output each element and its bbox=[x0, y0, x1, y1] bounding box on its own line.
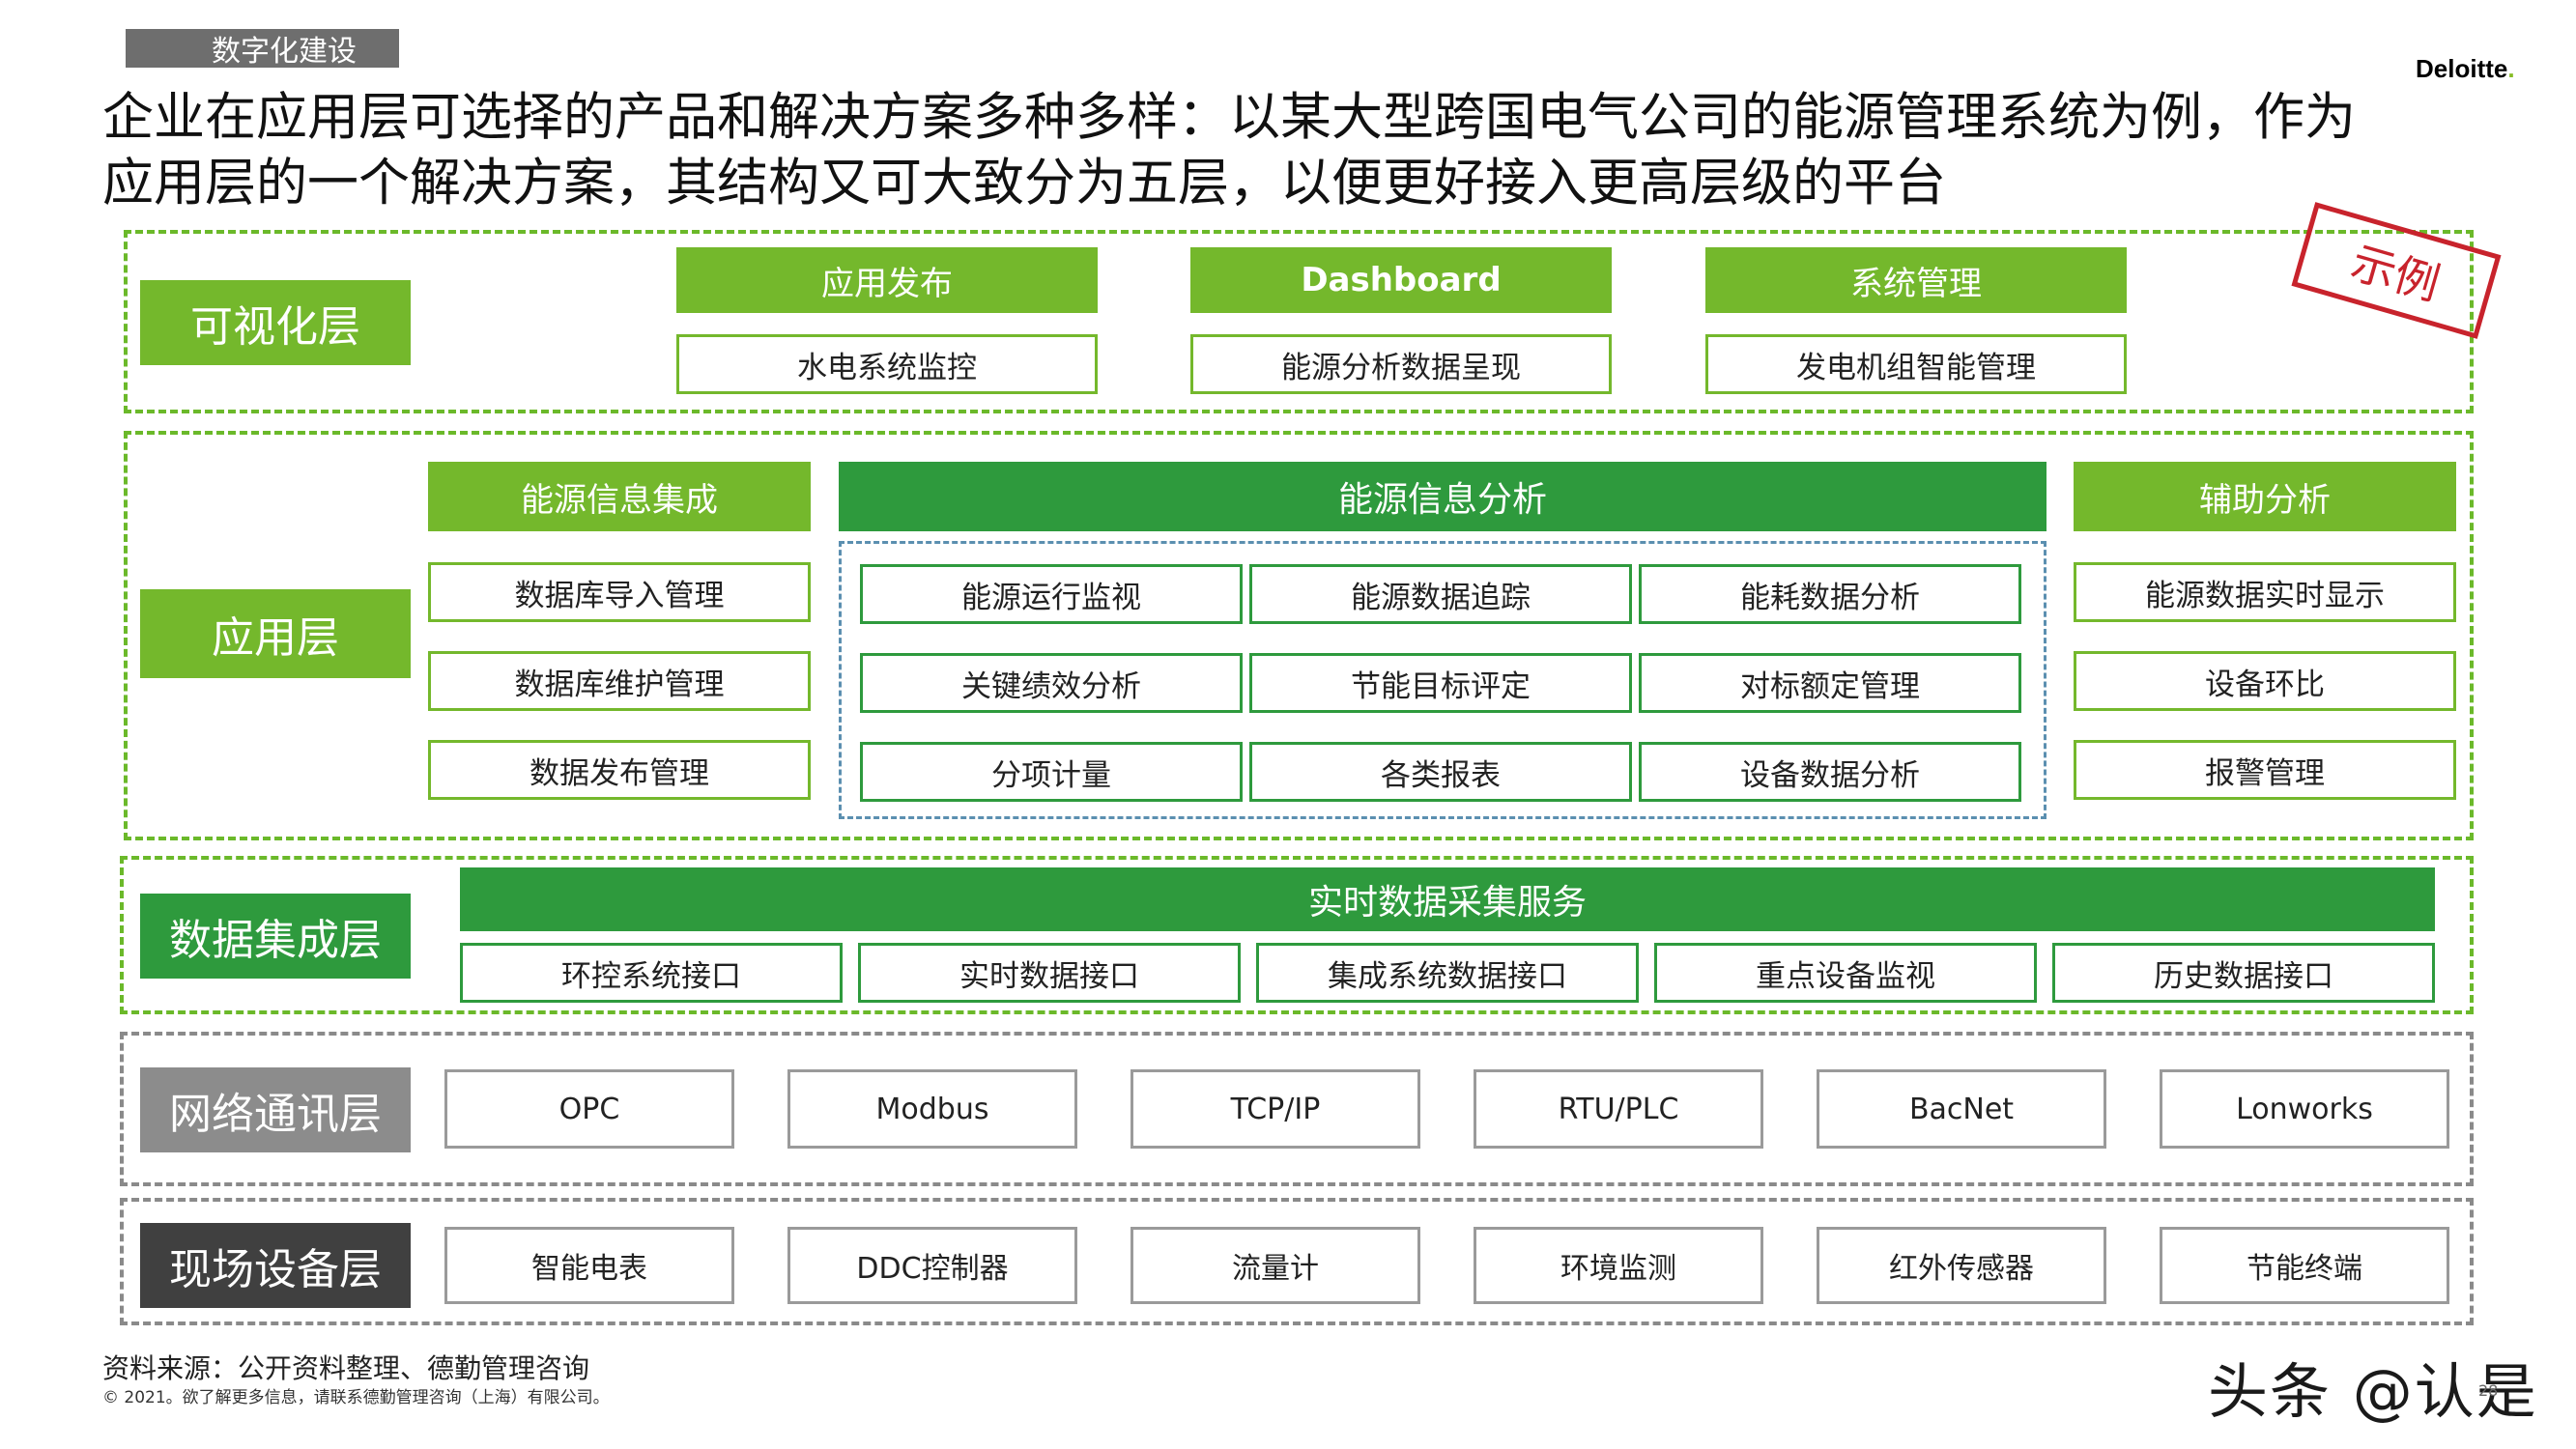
watermark: 头条 @认是 bbox=[2208, 1356, 2538, 1427]
assist-item: 设备环比 bbox=[2074, 651, 2456, 711]
integration-item: 数据发布管理 bbox=[428, 740, 811, 800]
device-item: DDC控制器 bbox=[787, 1227, 1077, 1304]
visual-head-system-mgmt: 系统管理 bbox=[1705, 247, 2127, 313]
assist-item: 报警管理 bbox=[2074, 740, 2456, 800]
section-tag-accent bbox=[126, 29, 172, 68]
field-layer-frame bbox=[120, 1198, 2474, 1325]
visual-item-hydro-monitor: 水电系统监控 bbox=[676, 334, 1098, 394]
visual-item-energy-data: 能源分析数据呈现 bbox=[1190, 334, 1612, 394]
protocol-rtu-plc: RTU/PLC bbox=[1474, 1069, 1763, 1149]
app-layer-label: 应用层 bbox=[140, 589, 411, 678]
integration-item: 数据库维护管理 bbox=[428, 651, 811, 711]
data-interface-item: 环控系统接口 bbox=[460, 943, 843, 1003]
network-layer-label: 网络通讯层 bbox=[140, 1067, 411, 1152]
protocol-opc: OPC bbox=[444, 1069, 734, 1149]
data-layer-frame bbox=[120, 856, 2474, 1014]
protocol-lonworks: Lonworks bbox=[2160, 1069, 2449, 1149]
integration-head: 能源信息集成 bbox=[428, 462, 811, 531]
data-interface-item: 重点设备监视 bbox=[1654, 943, 2037, 1003]
visual-head-publish: 应用发布 bbox=[676, 247, 1098, 313]
analysis-item: 各类报表 bbox=[1249, 742, 1632, 802]
analysis-item: 设备数据分析 bbox=[1639, 742, 2021, 802]
integration-item: 数据库导入管理 bbox=[428, 562, 811, 622]
visual-item-generator-mgmt: 发电机组智能管理 bbox=[1705, 334, 2127, 394]
analysis-item: 能耗数据分析 bbox=[1639, 564, 2021, 624]
network-layer-frame bbox=[120, 1032, 2474, 1186]
protocol-bacnet: BacNet bbox=[1817, 1069, 2106, 1149]
assist-head: 辅助分析 bbox=[2074, 462, 2456, 531]
device-item: 智能电表 bbox=[444, 1227, 734, 1304]
realtime-collection-head: 实时数据采集服务 bbox=[460, 867, 2435, 931]
analysis-item: 节能目标评定 bbox=[1249, 653, 1632, 713]
analysis-head: 能源信息分析 bbox=[839, 462, 2046, 531]
analysis-item: 能源运行监视 bbox=[860, 564, 1243, 624]
deloitte-logo: Deloitte. bbox=[2416, 54, 2515, 83]
copyright-note: © 2021。欲了解更多信息，请联系德勤管理咨询（上海）有限公司。 bbox=[102, 1388, 610, 1407]
visual-layer-frame bbox=[124, 230, 2474, 413]
source-note: 资料来源：公开资料整理、德勤管理咨询 bbox=[102, 1352, 590, 1384]
analysis-item: 能源数据追踪 bbox=[1249, 564, 1632, 624]
page-title: 企业在应用层可选择的产品和解决方案多种多样：以某大型跨国电气公司的能源管理系统为… bbox=[102, 85, 2518, 216]
visual-head-dashboard: Dashboard bbox=[1190, 247, 1612, 313]
title-line-1: 企业在应用层可选择的产品和解决方案多种多样：以某大型跨国电气公司的能源管理系统为… bbox=[102, 88, 2356, 147]
section-tag: 数字化建设 bbox=[169, 29, 399, 69]
data-interface-item: 集成系统数据接口 bbox=[1256, 943, 1639, 1003]
data-layer-label: 数据集成层 bbox=[140, 894, 411, 979]
protocol-modbus: Modbus bbox=[787, 1069, 1077, 1149]
analysis-item: 关键绩效分析 bbox=[860, 653, 1243, 713]
app-layer-frame bbox=[124, 431, 2474, 840]
analysis-item: 对标额定管理 bbox=[1639, 653, 2021, 713]
analysis-group-frame bbox=[839, 541, 2046, 819]
field-layer-label: 现场设备层 bbox=[140, 1223, 411, 1308]
device-item: 红外传感器 bbox=[1817, 1227, 2106, 1304]
device-item: 环境监测 bbox=[1474, 1227, 1763, 1304]
device-item: 流量计 bbox=[1131, 1227, 1420, 1304]
analysis-item: 分项计量 bbox=[860, 742, 1243, 802]
page-number: 28 bbox=[2478, 1381, 2499, 1400]
device-item: 节能终端 bbox=[2160, 1227, 2449, 1304]
data-interface-item: 实时数据接口 bbox=[858, 943, 1241, 1003]
title-line-2: 应用层的一个解决方案，其结构又可大致分为五层，以便更好接入更高层级的平台 bbox=[102, 154, 1946, 213]
data-interface-item: 历史数据接口 bbox=[2052, 943, 2435, 1003]
protocol-tcpip: TCP/IP bbox=[1131, 1069, 1420, 1149]
visual-layer-label: 可视化层 bbox=[140, 280, 411, 365]
assist-item: 能源数据实时显示 bbox=[2074, 562, 2456, 622]
